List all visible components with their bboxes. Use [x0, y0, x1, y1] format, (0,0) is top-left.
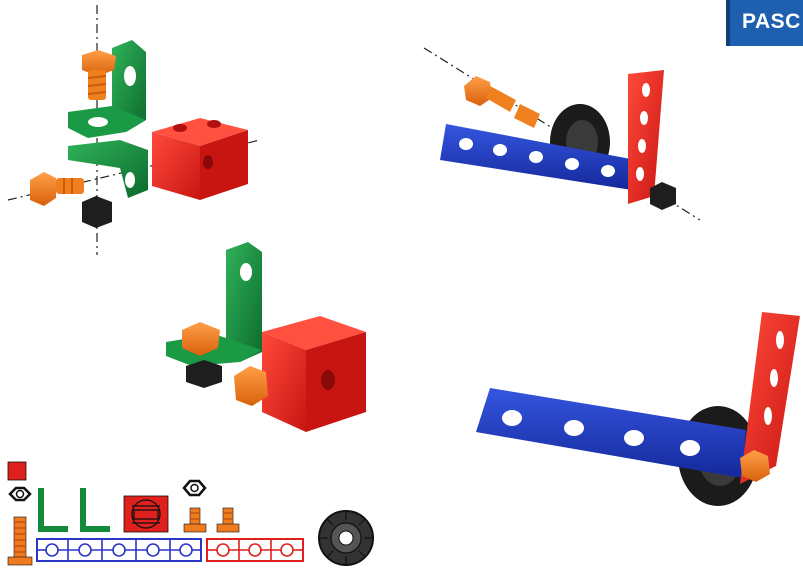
- blue-beam-icon: [37, 539, 201, 561]
- assembled-view-wheel: [476, 312, 800, 506]
- red-cube: [152, 118, 248, 200]
- hex-nut-icon: [184, 481, 205, 495]
- hex-nut: [82, 196, 112, 228]
- bolt-upper: [82, 50, 116, 100]
- angle-bracket-icon: [38, 488, 68, 532]
- short-bolt-icon: [217, 508, 239, 532]
- logo-text: PASC: [742, 10, 801, 34]
- wheel-icon: [319, 511, 373, 565]
- assembled-view-bracket: [166, 242, 366, 432]
- angle-bracket-icon: [80, 488, 110, 532]
- red-cube-icon: [8, 462, 26, 480]
- connector-block-icon: [124, 496, 168, 532]
- hex-nut: [650, 182, 676, 210]
- long-bolt-icon: [8, 517, 32, 565]
- parts-legend: [8, 462, 373, 565]
- red-beam-icon: [207, 539, 303, 561]
- bolt-left: [30, 172, 84, 206]
- short-bolt-icon: [184, 508, 206, 532]
- bolt-wheel: [464, 76, 540, 128]
- exploded-view-wheel: [424, 48, 700, 220]
- exploded-view-bracket: [8, 5, 260, 255]
- brand-logo: PASC: [726, 0, 803, 46]
